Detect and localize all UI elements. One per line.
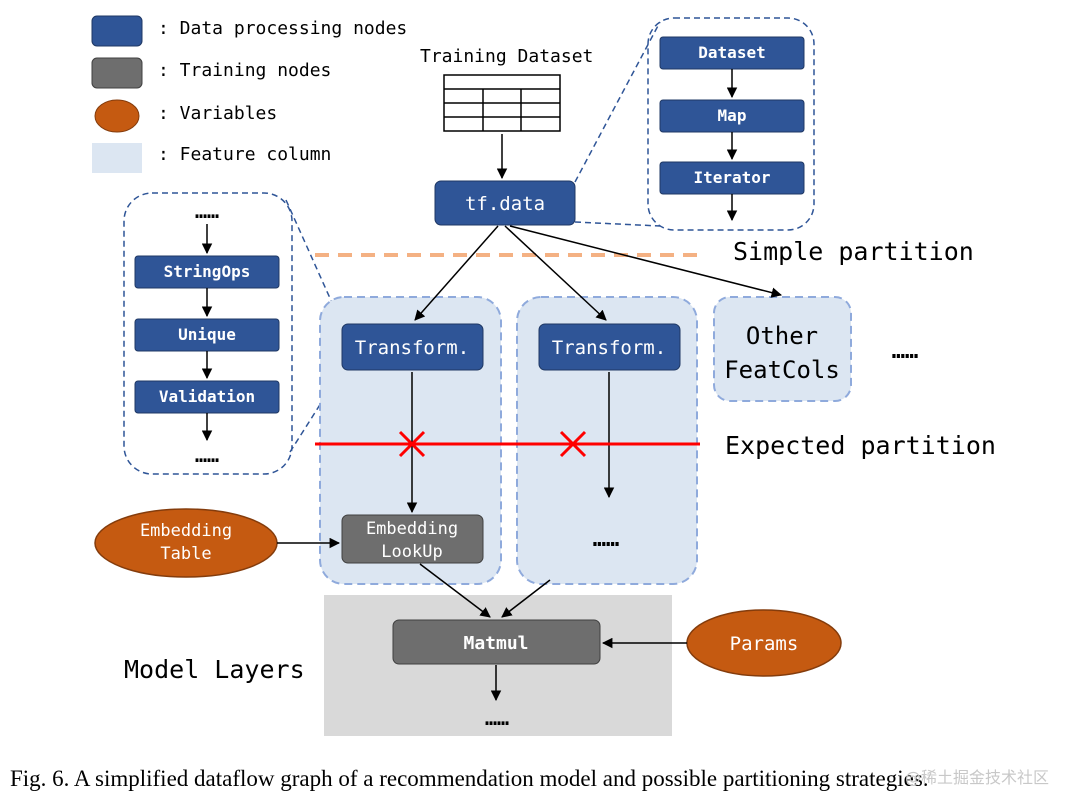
simple-partition-label: Simple partition	[733, 237, 974, 266]
unique-node-label: Unique	[178, 325, 236, 344]
legend-data-node-label: : Data processing nodes	[158, 18, 407, 39]
embedding-lookup-node	[341, 514, 484, 564]
map-node-label: Map	[718, 106, 747, 125]
zoom-line-tfdata-top	[574, 21, 661, 183]
detail-ellipsis-bottom: ……	[195, 443, 219, 467]
training-dataset-label: Training Dataset	[420, 46, 593, 67]
transform-node-2	[538, 323, 681, 371]
arrow-tfdata-other	[509, 225, 783, 298]
embedding-table-variable	[94, 508, 278, 578]
transform-node-1-label: Transform.	[355, 337, 469, 359]
legend-train-node-swatch	[91, 57, 143, 89]
arrow-lookup-matmul	[419, 563, 491, 618]
arrow-tfdata-transform1	[414, 225, 499, 321]
matmul-node-label: Matmul	[463, 633, 528, 654]
dataset-node-label: Dataset	[698, 43, 765, 62]
embedding-lookup-line2: LookUp	[381, 542, 442, 562]
transform-detail-box	[123, 192, 293, 475]
cut-mark-2	[559, 430, 587, 458]
training-dataset-table	[443, 74, 561, 132]
model-layers-ellipsis: ……	[485, 706, 509, 730]
tfdata-detail-box	[647, 17, 815, 231]
legend: : Data processing nodes : Training nodes…	[91, 15, 407, 173]
feature-column-2-ellipsis: ……	[593, 527, 620, 552]
other-featcols-line2: FeatCols	[724, 356, 840, 384]
detail-ellipsis-top: ……	[195, 199, 219, 223]
iterator-node-label: Iterator	[693, 168, 770, 187]
legend-feature-column-label: : Feature column	[158, 144, 331, 165]
legend-data-node-swatch	[91, 15, 143, 47]
legend-train-node-label: : Training nodes	[158, 60, 331, 81]
embedding-table-line2: Table	[160, 544, 211, 564]
cut-mark-1	[398, 430, 426, 458]
stringops-node-label: StringOps	[164, 262, 251, 281]
arrow-col2-matmul	[501, 579, 551, 618]
other-featcols-line1: Other	[746, 322, 818, 350]
tfdata-node-label: tf.data	[465, 193, 545, 215]
watermark: @稀土掘金技术社区	[905, 768, 1050, 787]
transform-node-2-label: Transform.	[552, 337, 666, 359]
tfdata-node	[434, 180, 576, 226]
matmul-node	[392, 619, 601, 665]
figure-caption: Fig. 6. A simplified dataflow graph of a…	[10, 766, 929, 791]
model-layers-region	[324, 595, 672, 736]
embedding-table-line1: Embedding	[140, 521, 232, 541]
zoom-line-tfdata-bottom	[574, 221, 661, 227]
embedding-lookup-line1: Embedding	[366, 519, 458, 539]
transform-node-1	[341, 323, 484, 371]
expected-partition-label: Expected partition	[725, 431, 996, 460]
legend-variable-label: : Variables	[158, 103, 277, 124]
other-featcols-ellipsis: ……	[892, 339, 919, 364]
legend-feature-column-swatch	[92, 143, 142, 173]
legend-variable-swatch	[94, 99, 140, 133]
validation-node-label: Validation	[159, 387, 255, 406]
model-layers-label: Model Layers	[124, 655, 305, 684]
other-featcols-box	[713, 296, 852, 402]
arrow-tfdata-transform2	[504, 225, 607, 321]
params-variable-label: Params	[730, 633, 799, 655]
